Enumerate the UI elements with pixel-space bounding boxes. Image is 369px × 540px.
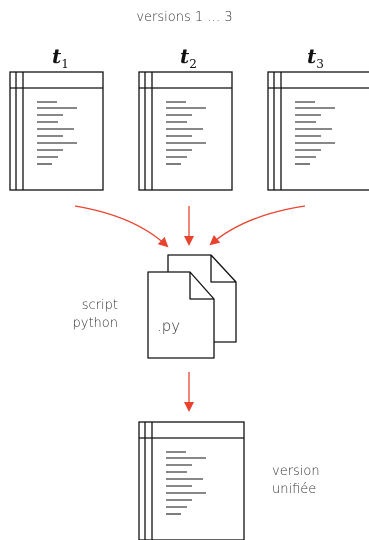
document-icon-version-1: [9, 71, 104, 191]
output-label-line2: unifiée: [272, 482, 317, 497]
document-icon-version-2: [138, 71, 233, 191]
document-icon-unified: [138, 421, 245, 540]
script-label-line1: script: [81, 298, 118, 313]
version-label-2: t2: [180, 44, 197, 71]
document-icon-version-3: [267, 71, 369, 191]
arrow-version-1-to-script: [74, 205, 169, 248]
output-label-line1: version: [272, 464, 320, 479]
diagram-title: versions 1 … 3: [136, 10, 233, 25]
script-label-line2: python: [72, 316, 118, 331]
version-label-1: t1: [52, 44, 69, 71]
version-label-3: t3: [307, 44, 324, 71]
file-extension-label: .py: [157, 317, 181, 335]
arrow-version-3-to-script: [209, 205, 306, 246]
python-file-icon-front: [147, 271, 215, 359]
